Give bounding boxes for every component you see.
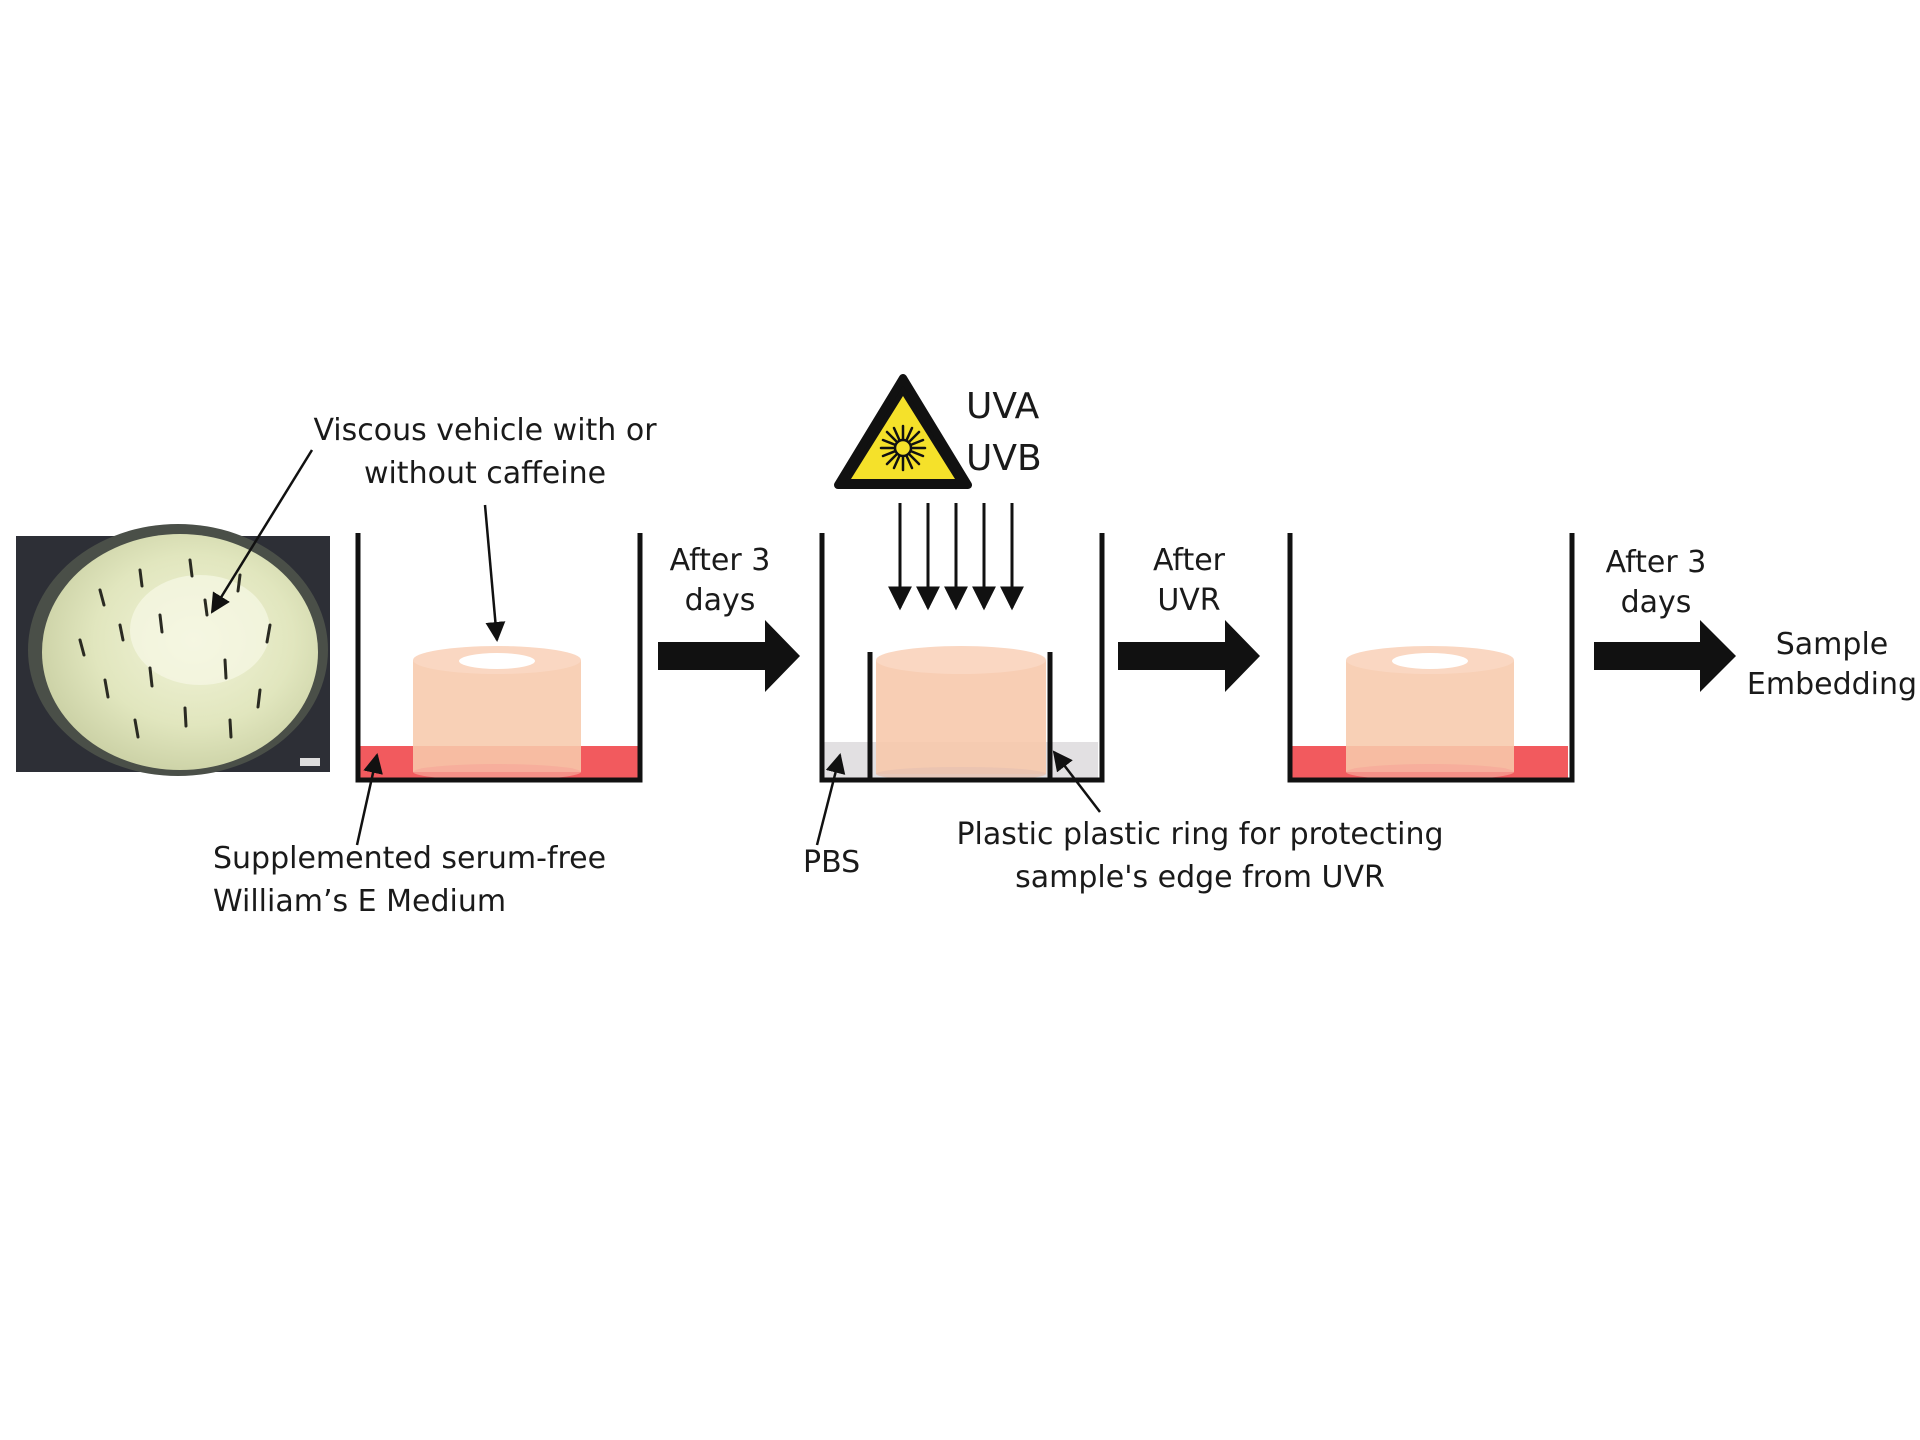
uv-warning-triangle-icon [834, 374, 972, 489]
process-arrow-3 [1594, 620, 1736, 692]
after-uvr-label-line1: After [1153, 543, 1226, 578]
vehicle-label-line1: Viscous vehicle with or [313, 413, 657, 448]
uva-label: UVA [966, 386, 1040, 427]
after-3-days-label-2-line1: After 3 [1606, 545, 1707, 580]
ring-label-line1: Plastic plastic ring for protecting [956, 817, 1443, 852]
sample-embedding-label-line1: Sample [1776, 627, 1889, 662]
after-3-days-label-1-line1: After 3 [670, 543, 771, 578]
medium-label-line1: Supplemented serum-free [213, 841, 606, 876]
uvb-label: UVB [966, 438, 1042, 479]
process-arrow-2 [1118, 620, 1260, 692]
protective-plastic-ring [867, 652, 1053, 780]
culture-well-1 [355, 533, 643, 783]
skin-sample-cylinder-3 [1346, 646, 1514, 780]
culture-well-2 [819, 533, 1105, 783]
medium-label-line2: William’s E Medium [213, 884, 506, 919]
vehicle-label-line2: without caffeine [364, 456, 606, 491]
ring-label-line2: sample's edge from UVR [1015, 860, 1385, 895]
after-3-days-label-2-line2: days [1621, 585, 1692, 620]
culture-well-3 [1287, 533, 1575, 783]
skin-sample-cylinder-2 [876, 646, 1046, 781]
skin-sample-cylinder-1 [413, 646, 581, 780]
after-uvr-label-line2: UVR [1157, 583, 1220, 618]
sample-embedding-label-line2: Embedding [1747, 667, 1917, 702]
uv-ray-arrows [888, 503, 1024, 611]
process-arrow-1 [658, 620, 800, 692]
leader-lines [210, 449, 1101, 846]
pbs-label: PBS [803, 845, 860, 880]
after-3-days-label-1-line2: days [685, 583, 756, 618]
skin-explant-photo [16, 524, 330, 776]
